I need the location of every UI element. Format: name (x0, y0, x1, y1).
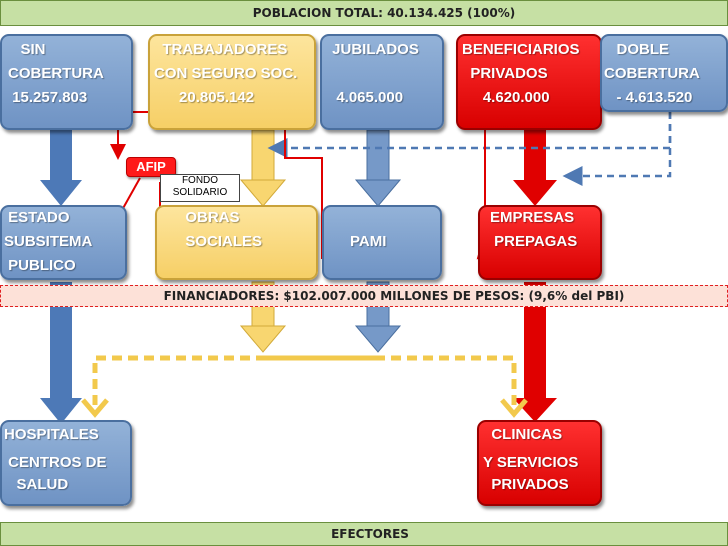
label-line: HOSPITALES (4, 426, 99, 443)
label-line: PRIVADOS (462, 65, 548, 82)
box-doble-cobertura: DOBLE COBERTURA - 4.613.520 (600, 34, 728, 112)
fondo-line: FONDO (181, 175, 219, 186)
label-value: 20.805.142 (154, 89, 255, 106)
box-obras-sociales: OBRAS SOCIALES (155, 205, 318, 280)
label-line: CON SEGURO SOC. (154, 65, 298, 82)
box-sin-cobertura: SIN COBERTURA 15.257.803 (0, 34, 133, 130)
arrow-sin-to-estado (40, 130, 82, 206)
label-line: COBERTURA (604, 65, 700, 82)
label-line: OBRAS (177, 209, 240, 226)
box-pami: PAMI (322, 205, 442, 280)
label-line: COBERTURA (8, 65, 104, 82)
arrow-estado-to-hospitales (40, 282, 82, 424)
label-line: PREPAGAS (490, 233, 578, 250)
efectores-banner: EFECTORES (0, 522, 728, 546)
afip-badge: AFIP (126, 157, 176, 177)
label-line: DOBLE (604, 41, 670, 58)
label-line: BENEFICIARIOS (462, 41, 580, 58)
dashed-flow-obras-pami (81, 355, 528, 418)
label-line: PRIVADOS (483, 476, 569, 493)
afip-label: AFIP (136, 159, 166, 174)
fondo-line: SOLIDARIO (172, 187, 228, 198)
label-value: - 4.613.520 (604, 89, 693, 106)
label-line: TRABAJADORES (154, 41, 288, 58)
label-value: 15.257.803 (8, 89, 88, 106)
page-title: POBLACION TOTAL: 40.134.425 (100%) (252, 6, 516, 20)
dashed-doble-cobertura (267, 112, 672, 186)
label-line: Y SERVICIOS (483, 454, 579, 471)
label-line: CENTROS DE (4, 454, 107, 471)
financiadores-banner: FINANCIADORES: $102.007.000 MILLONES DE … (0, 285, 728, 307)
arrow-trabajadores-to-obras (239, 129, 287, 207)
box-beneficiarios: BENEFICIARIOS PRIVADOS 4.620.000 (456, 34, 602, 130)
label-line: SUBSITEMA (4, 233, 93, 250)
efectores-label: EFECTORES (331, 527, 409, 541)
label-line: SIN (8, 41, 46, 58)
box-empresas-prepagas: EMPRESAS PREPAGAS (478, 205, 602, 280)
label-line: CLINICAS (483, 426, 563, 443)
arrow-beneficiarios-to-prepagas (513, 130, 557, 206)
fondo-solidario-box: FONDO SOLIDARIO (160, 174, 240, 202)
label-line: ESTADO (4, 209, 70, 226)
label-line: SOCIALES (177, 233, 263, 250)
title-banner: POBLACION TOTAL: 40.134.425 (100%) (0, 0, 728, 26)
box-trabajadores: TRABAJADORES CON SEGURO SOC. 20.805.142 (148, 34, 316, 130)
box-hospitales: HOSPITALES CENTROS DE SALUD (0, 420, 132, 506)
box-jubilados: JUBILADOS 4.065.000 (320, 34, 444, 130)
label-value: 4.065.000 (328, 89, 404, 106)
financiadores-label: FINANCIADORES: $102.007.000 MILLONES DE … (163, 289, 625, 303)
label-line: EMPRESAS (490, 209, 575, 226)
label-line: PUBLICO (4, 257, 76, 274)
label-line: PAMI (350, 233, 387, 250)
box-estado-subsistema: ESTADO SUBSITEMA PUBLICO (0, 205, 127, 280)
box-clinicas: CLINICAS Y SERVICIOS PRIVADOS (477, 420, 602, 506)
label-line: JUBILADOS (328, 41, 419, 58)
label-value: 4.620.000 (462, 89, 550, 106)
label-line: SALUD (4, 476, 69, 493)
arrow-jubilados-to-pami (354, 129, 402, 207)
